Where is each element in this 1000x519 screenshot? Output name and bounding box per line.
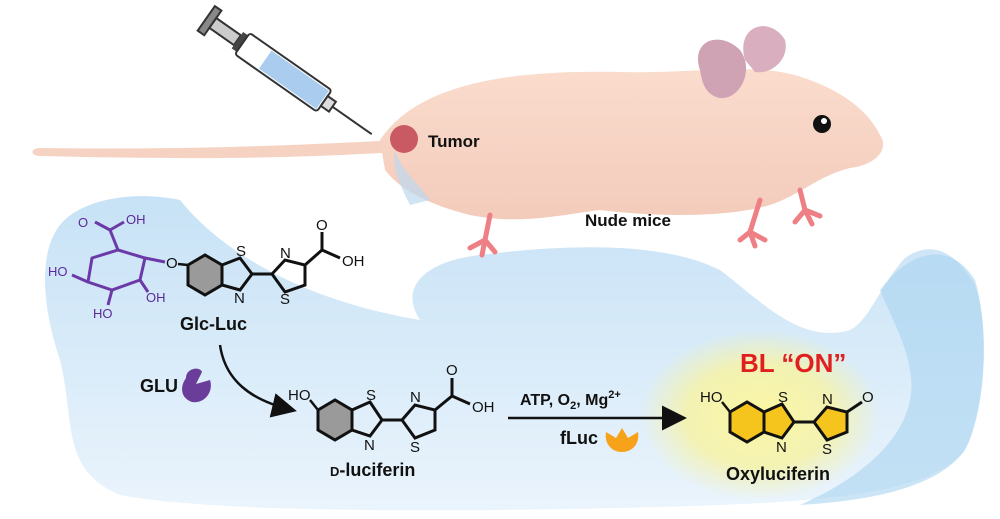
- atom-label: N: [410, 389, 421, 406]
- substrate-label: Glc-Luc: [180, 314, 247, 334]
- atom-label: S: [366, 387, 376, 404]
- atom-label: OH: [146, 290, 166, 305]
- atom-label: OH: [342, 253, 365, 270]
- atom-label: S: [280, 291, 290, 308]
- atom-label: HO: [93, 306, 113, 321]
- nude-mouse: [32, 26, 884, 258]
- atom-label: N: [822, 391, 833, 408]
- d-luciferin-structure: HO S N N S O OH: [288, 362, 495, 456]
- atom-label: O: [862, 389, 874, 406]
- atom-label: S: [778, 389, 788, 406]
- fluc-label: fLuc: [560, 428, 598, 448]
- d-luciferin-label: D-luciferin: [330, 460, 415, 480]
- tumor-label: Tumor: [428, 132, 480, 151]
- atom-label: OH: [126, 212, 146, 227]
- atom-label: O: [78, 215, 88, 230]
- atom-label: S: [410, 439, 420, 456]
- atom-label: HO: [48, 264, 68, 279]
- atom-label: N: [234, 290, 245, 307]
- mouse-foot-front-right: [792, 187, 823, 227]
- luciferin-suffix: -luciferin: [339, 460, 415, 480]
- d-prefix: D: [330, 464, 339, 479]
- mouse-label: Nude mice: [585, 211, 671, 230]
- glu-label: GLU: [140, 376, 178, 396]
- conditions-label: ATP, O2, Mg2+: [520, 389, 621, 412]
- atom-label: N: [364, 437, 375, 454]
- atom-label: N: [280, 245, 291, 262]
- atom-label: HO: [288, 387, 311, 404]
- mouse-ear: [698, 39, 747, 99]
- bl-on-label: BL “ON”: [740, 348, 846, 378]
- atom-label: O: [166, 255, 178, 272]
- atom-label: S: [822, 441, 832, 458]
- atom-label: O: [316, 217, 328, 234]
- syringe-icon: [196, 4, 373, 136]
- mouse-foot-front-left: [737, 197, 768, 249]
- atom-label: O: [446, 362, 458, 379]
- mouse-tail: [32, 140, 400, 159]
- glu-enzyme-icon: [182, 368, 211, 403]
- mouse-body: [380, 69, 884, 220]
- oxyluciferin-structure: HO S N N S O: [700, 389, 874, 458]
- atom-label: HO: [700, 389, 723, 406]
- atom-label: S: [236, 243, 246, 260]
- mouse-ear-back: [743, 26, 786, 73]
- mouse-foot-back: [467, 212, 498, 258]
- fluc-enzyme-icon: [605, 428, 639, 452]
- atom-label: OH: [472, 399, 495, 416]
- atom-label: N: [776, 439, 787, 456]
- oxyluciferin-label: Oxyluciferin: [726, 464, 830, 484]
- glu-reaction-arrow: [218, 344, 297, 418]
- tumor-mark: [390, 125, 418, 153]
- glc-luc-structure: O OH HO HO OH O S N N S O OH: [48, 212, 365, 321]
- mouse-eye: [813, 115, 831, 133]
